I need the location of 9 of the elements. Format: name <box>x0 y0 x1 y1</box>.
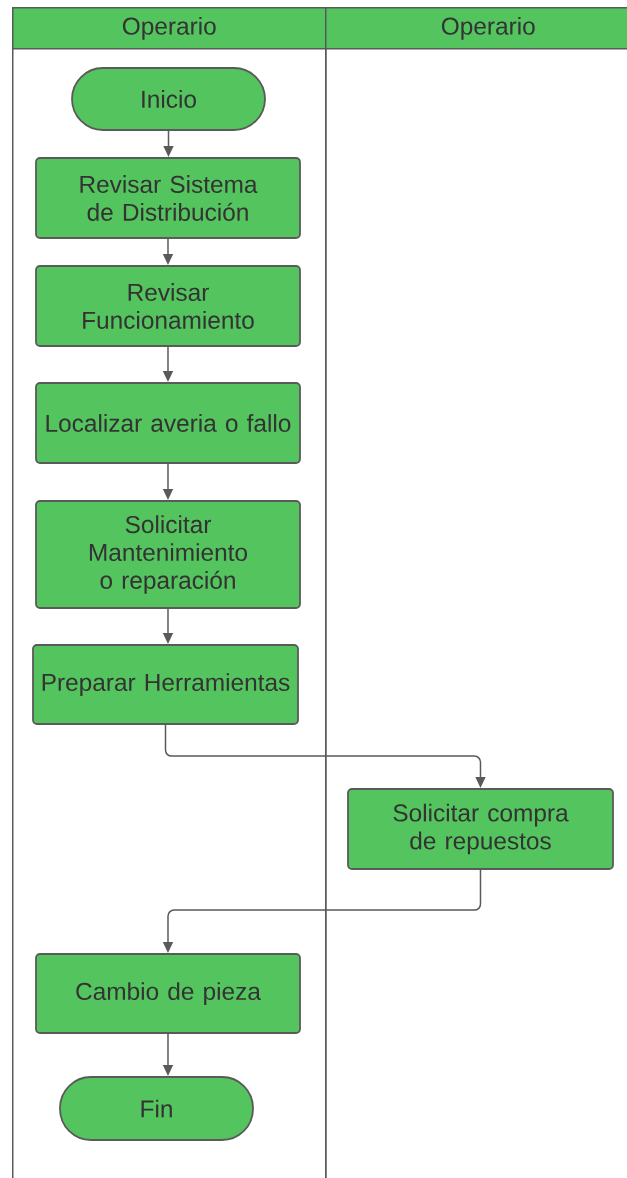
process-box: Localizar averia o fallo <box>35 382 301 464</box>
terminal: Inicio <box>71 67 266 131</box>
process-box: Revisar Sistema de Distribución <box>35 157 301 239</box>
process-box: Solicitar Mantenimiento o reparación <box>35 500 301 609</box>
process-box: Cambio de pieza <box>35 953 301 1034</box>
terminal: Fin <box>59 1076 254 1141</box>
process-box: Preparar Herramientas <box>32 644 299 725</box>
process-box: Solicitar compra de repuestos <box>347 788 614 870</box>
process-box: Revisar Funcionamiento <box>35 265 301 347</box>
